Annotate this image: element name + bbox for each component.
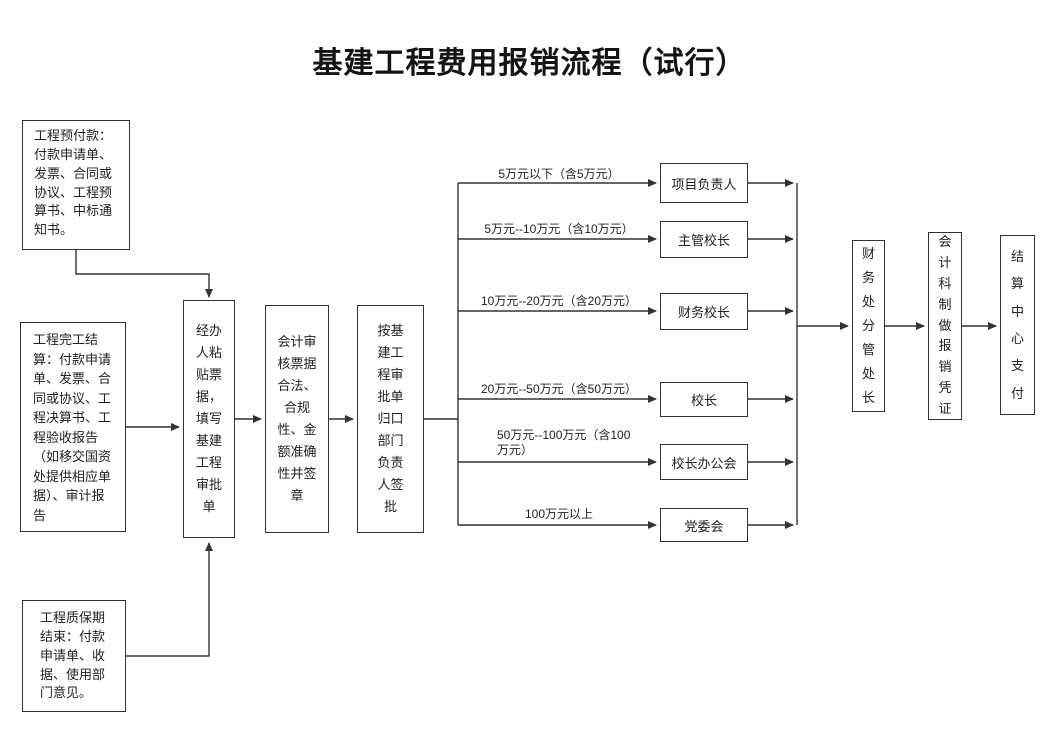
source-box-prepayment: 工程预付款：付款申请单、发票、合同或协议、工程预算书、中标通知书。: [22, 120, 130, 250]
source-box-warranty: 工程质保期结束：付款申请单、收据、使用部门意见。: [22, 600, 126, 712]
approver-box-party-committee: 党委会: [660, 508, 748, 542]
process-box-attach-tickets: 经办人粘贴票据，填写基建工程审批单: [183, 300, 235, 538]
source-box-completion: 工程完工结算：付款申请单、发票、合同或协议、工程决算书、工程验收报告（如移交国资…: [20, 322, 126, 532]
branch-range-label-4: 20万元--50万元（含50万元）: [480, 382, 638, 396]
branch-range-label-6: 100万元以上: [524, 507, 594, 521]
branch-range-label-2: 5万元--10万元（含10万元）: [484, 222, 634, 236]
approver-box-supervising-principal: 主管校长: [660, 221, 748, 258]
approver-box-principal-office-meeting: 校长办公会: [660, 444, 748, 480]
process-box-accountant-audit: 会计审核票据合法、合规性、金额准确性并签章: [265, 305, 329, 533]
branch-range-label-1: 5万元以下（含5万元）: [498, 167, 620, 181]
process-box-dept-head-sign: 按基建工程审批单归口部门负责人签批: [357, 305, 424, 533]
final-box-accounting-voucher-label: 会计科制做报销凭证: [938, 234, 952, 416]
process-box-attach-tickets-label: 经办人粘贴票据，填写基建工程审批单: [195, 322, 222, 515]
approver-box-principal: 校长: [660, 382, 748, 417]
approver-box-finance-principal: 财务校长: [660, 293, 748, 330]
final-box-settlement-payment: 结算中心支付: [1000, 235, 1035, 415]
branch-range-label-3: 10万元--20万元（含20万元）: [480, 294, 638, 308]
page-title: 基建工程费用报销流程（试行）: [312, 47, 747, 80]
process-box-dept-head-sign-label: 按基建工程审批单归口部门负责人签批: [377, 322, 404, 515]
branch-range-label-5: 50万元--100万元（含100万元）: [497, 428, 631, 457]
final-box-finance-deputy-director-label: 财务处分管处长: [861, 245, 875, 406]
connector-prepayment-to-attach: [75, 250, 213, 298]
approver-box-project-manager: 项目负责人: [660, 163, 748, 203]
final-box-accounting-voucher: 会计科制做报销凭证: [928, 232, 962, 420]
connector-warranty-to-attach: [126, 542, 213, 657]
final-box-finance-deputy-director: 财务处分管处长: [852, 240, 885, 412]
process-box-accountant-audit-label: 会计审核票据合法、合规性、金额准确性并签章: [277, 333, 317, 504]
final-box-settlement-payment-label: 结算中心支付: [1010, 249, 1024, 401]
